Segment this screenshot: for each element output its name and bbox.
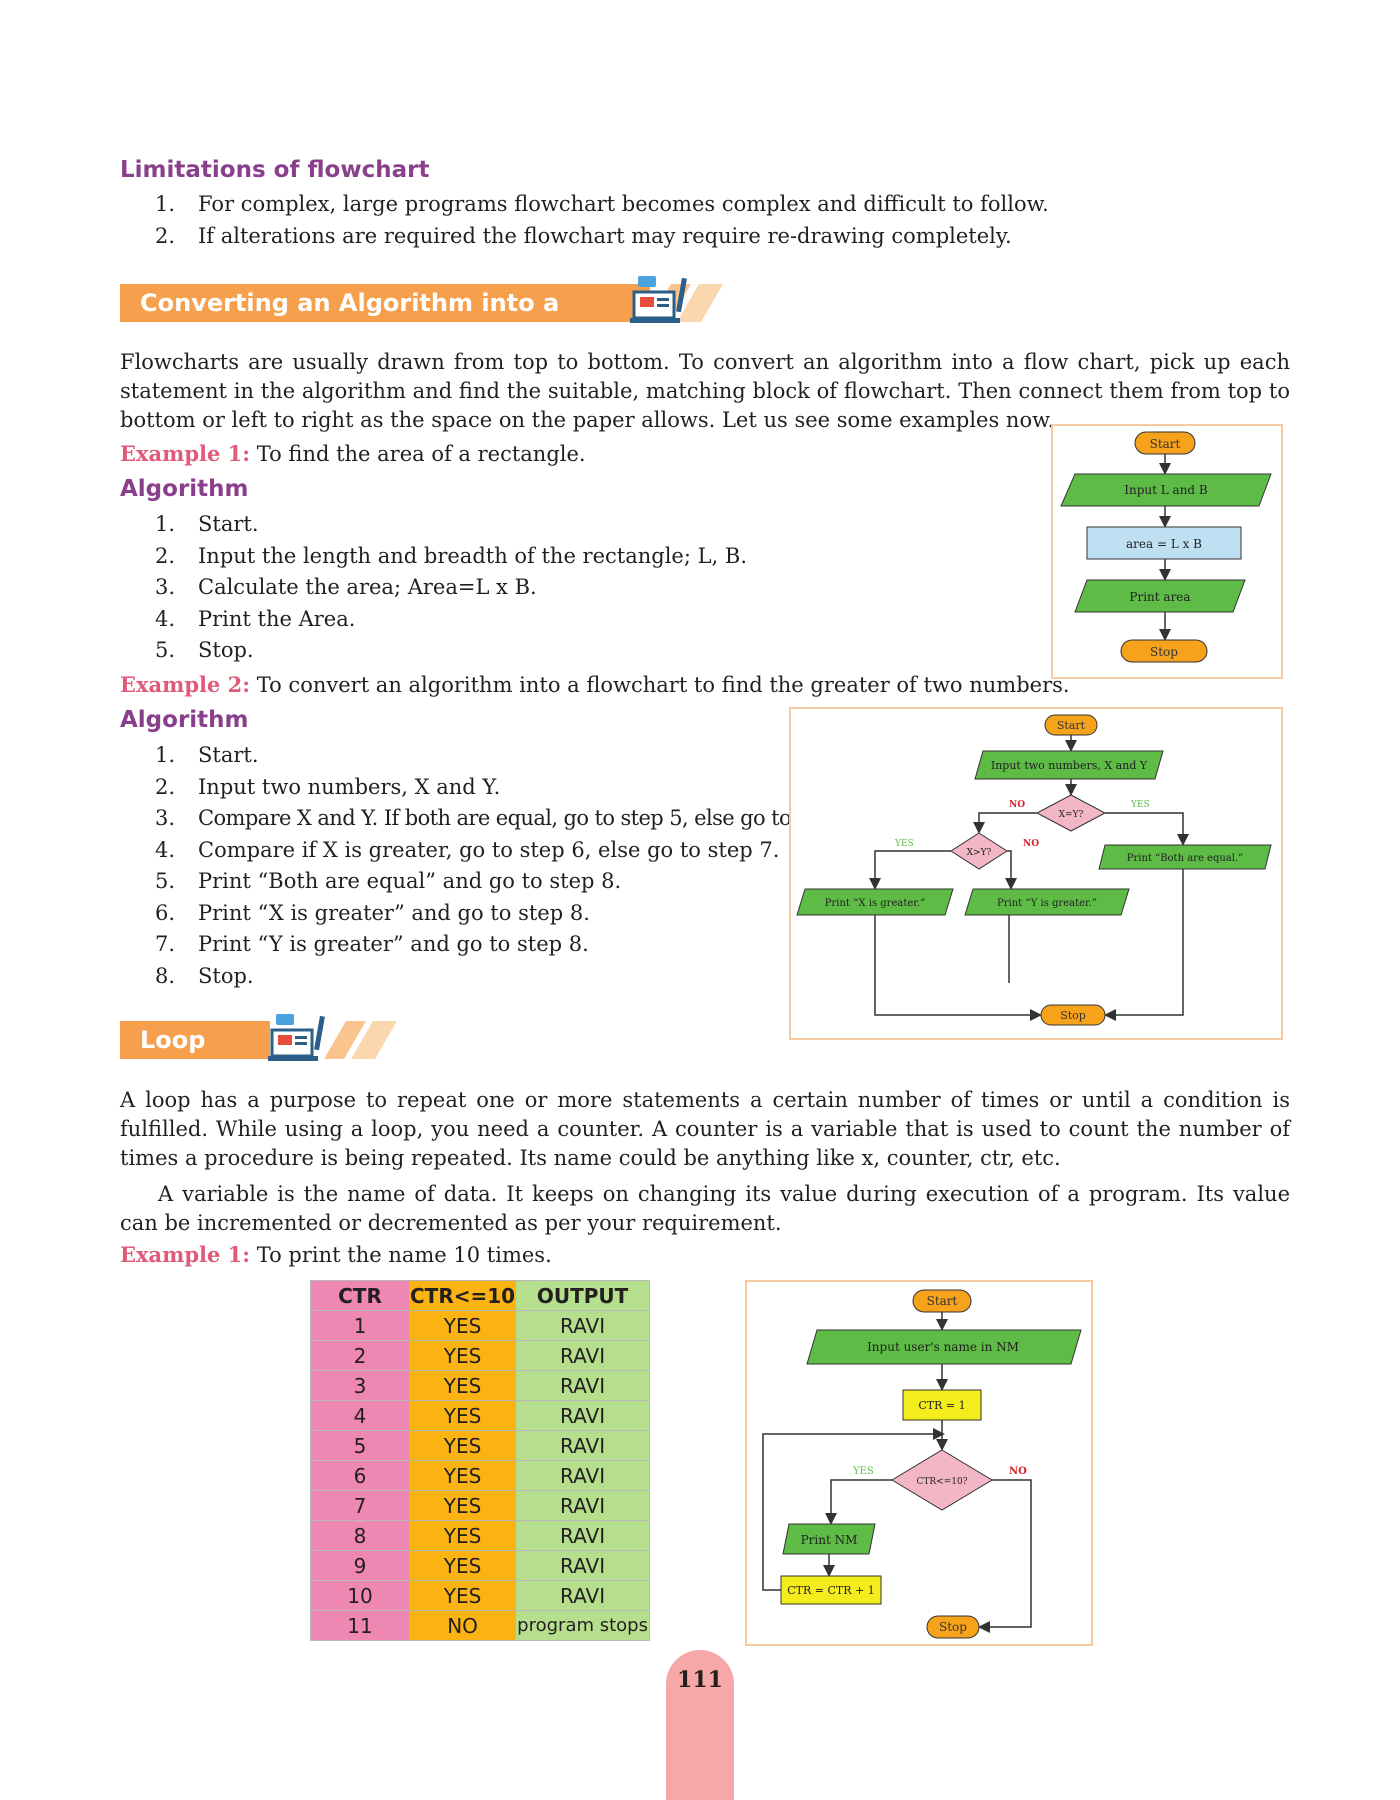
print-parallelogram — [782, 1523, 876, 1555]
print-y-parallelogram — [964, 888, 1130, 916]
input-parallelogram — [806, 1329, 1082, 1365]
print-y-label: Print “Y is greater.” — [997, 898, 1097, 909]
loop-paragraph-1: A loop has a purpose to repeat one or mo… — [120, 1088, 1290, 1170]
page-number: 111 — [666, 1650, 734, 1800]
start-label: Start — [1057, 719, 1086, 732]
list-item: 2.If alterations are required the flowch… — [155, 223, 1012, 248]
list-item: 2.Input two numbers, X and Y. — [155, 774, 501, 799]
list-item: 8.Stop. — [155, 963, 254, 988]
stop-terminal — [1120, 639, 1208, 663]
loop-paragraph-2: A variable is the name of data. It keeps… — [120, 1182, 1290, 1235]
stop-terminal — [926, 1615, 980, 1639]
init-label: CTR = 1 — [918, 1399, 965, 1412]
process-label: area = L x B — [1126, 537, 1202, 551]
input-parallelogram — [974, 750, 1164, 780]
start-label: Start — [927, 1294, 958, 1308]
input-label: Input L and B — [1124, 483, 1208, 497]
input-label: Input user's name in NM — [867, 1340, 1019, 1354]
example3-line: Example 1: To print the name 10 times. — [120, 1242, 552, 1267]
yes-label: YES — [852, 1466, 874, 1477]
output-parallelogram — [1074, 579, 1246, 613]
list-item: 7.Print “Y is greater” and go to step 8. — [155, 932, 589, 956]
section-banner-loop: Loop — [120, 1021, 270, 1059]
section-banner-converting: Converting an Algorithm into a Flowchart — [120, 284, 650, 355]
list-item: 4.Print the Area. — [155, 606, 356, 631]
process-box — [1086, 526, 1242, 560]
decision-diamond-greater — [950, 832, 1008, 870]
table-header-row: CTR CTR<=10 OUTPUT — [310, 1280, 651, 1311]
no-label: NO — [1009, 800, 1025, 810]
decision-label: X=Y? — [1059, 810, 1084, 820]
list-item: 1.Start. — [155, 743, 259, 767]
print-label: Print NM — [801, 1533, 858, 1547]
flowchart-area-rectangle: Start Input L and B area = L x B Print a… — [1051, 424, 1283, 679]
algorithm-heading-1: Algorithm — [120, 476, 249, 502]
decision-label: CTR<=10? — [916, 1477, 967, 1487]
list-item: 1.Start. — [155, 512, 259, 536]
stop-terminal — [1040, 1004, 1106, 1026]
no-label: NO — [1009, 1466, 1027, 1477]
decision-diamond — [891, 1449, 993, 1511]
stop-label: Stop — [939, 1620, 967, 1634]
limitations-list: 1.For complex, large programs flowchart … — [155, 189, 1049, 252]
intro-paragraph: Flowcharts are usually drawn from top to… — [120, 350, 1290, 432]
no-label: NO — [1023, 839, 1039, 849]
list-item: 4.Compare if X is greater, go to step 6,… — [155, 837, 780, 862]
algorithm-steps-1: 1.Start. 2.Input the length and breadth … — [155, 509, 747, 667]
flowchart-loop: Start Input user's name in NM CTR = 1 CT… — [745, 1280, 1093, 1646]
algorithm-heading-2: Algorithm — [120, 707, 249, 733]
print-x-parallelogram — [796, 888, 954, 916]
output-label: Print area — [1129, 590, 1190, 604]
input-parallelogram — [1060, 473, 1272, 507]
algorithm-steps-2: 1.Start. 2.Input two numbers, X and Y. 3… — [155, 740, 865, 992]
flowchart-greater-number: Start Input two numbers, X and Y X=Y? NO… — [789, 707, 1283, 1040]
example1-line: Example 1: To find the area of a rectang… — [120, 441, 586, 466]
print-equal-parallelogram — [1098, 844, 1272, 870]
print-equal-label: Print “Both are equal.” — [1127, 853, 1244, 864]
list-item: 1.For complex, large programs flowchart … — [155, 192, 1049, 216]
increment-box — [780, 1575, 882, 1605]
input-label: Input two numbers, X and Y — [991, 759, 1148, 772]
list-item: 2.Input the length and breadth of the re… — [155, 543, 748, 568]
laptop-icon — [630, 276, 687, 323]
stop-label: Stop — [1150, 645, 1178, 659]
example2-line: Example 2: To convert an algorithm into … — [120, 672, 1070, 697]
limitations-heading: Limitations of flowchart — [120, 157, 430, 183]
stop-label: Stop — [1060, 1009, 1086, 1022]
print-x-label: Print “X is greater.” — [825, 898, 926, 909]
increment-label: CTR = CTR + 1 — [787, 1584, 875, 1597]
list-item: 3.Compare X and Y. If both are equal, go… — [155, 806, 865, 830]
decision-label: X>Y? — [967, 848, 992, 858]
list-item: 5.Print “Both are equal” and go to step … — [155, 869, 622, 893]
decision-diamond-equal — [1035, 794, 1107, 832]
yes-label: YES — [1130, 800, 1150, 810]
start-label: Start — [1150, 437, 1181, 451]
list-item: 6.Print “X is greater” and go to step 8. — [155, 900, 590, 925]
yes-label: YES — [894, 839, 914, 849]
laptop-icon — [268, 1014, 325, 1061]
list-item: 5.Stop. — [155, 638, 254, 662]
list-item: 3.Calculate the area; Area=L x B. — [155, 575, 537, 599]
